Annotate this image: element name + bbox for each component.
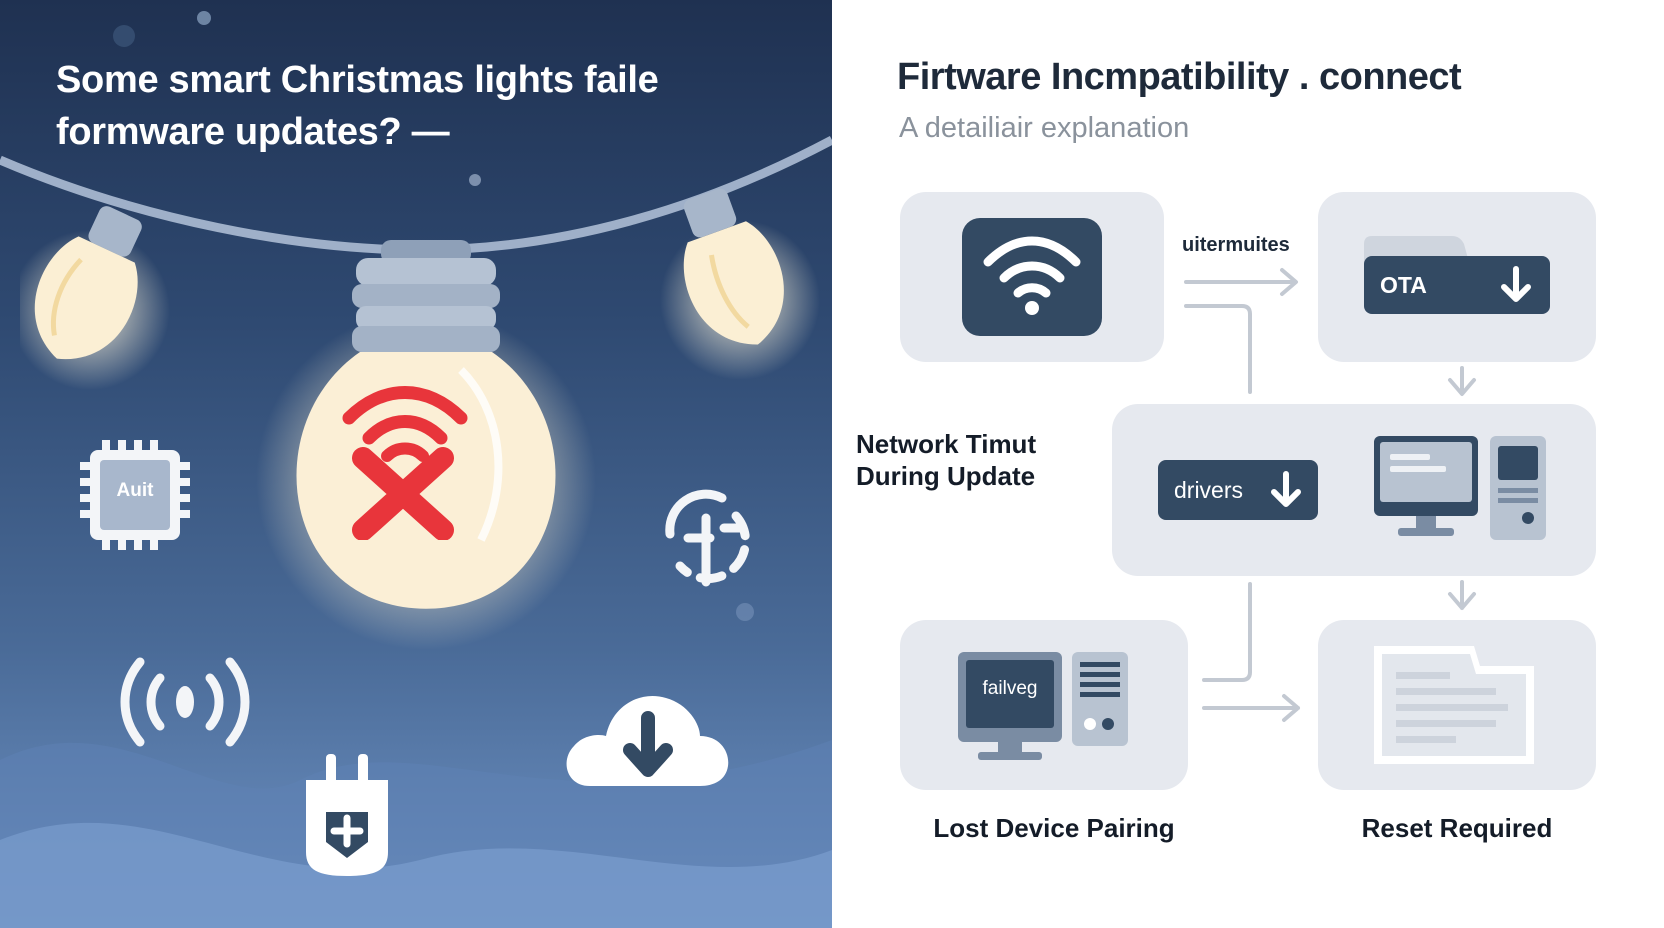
ota-card: OTA [1318,192,1596,362]
drivers-card: drivers [1112,404,1596,576]
failed-computer-icon [958,652,1128,760]
diagram-subtitle: A detailiair explanation [899,112,1190,144]
drivers-download-icon [1271,471,1301,507]
reset-card [1318,620,1596,790]
reset-required-label: Reset Required [1361,813,1553,843]
hero-panel: Some smart Christmas lights faile formwa… [0,0,832,928]
hero-title: Some smart Christmas lights faile formwa… [56,54,756,158]
arrow-label: uitermuites [1182,234,1290,256]
network-label-line1: Network Timut [856,429,1037,459]
computer-icon [1374,436,1546,540]
ota-label: OTA [1380,271,1427,298]
network-timeout-label: Network Timut During Update [856,428,1036,492]
network-label-line2: During Update [856,461,1036,491]
drivers-pill: drivers [1158,460,1318,520]
diagram-panel: Firtware Incmpatibility . connect A deta… [832,0,1664,928]
chip-icon: Auit [80,440,190,550]
failed-device-card: failveg [900,620,1188,790]
bulb-right-icon [660,188,820,380]
wifi-icon [962,218,1102,336]
diagram-title: Firtware Incmpatibility . connect [897,56,1462,98]
download-arrow-icon [1501,266,1531,302]
cloud-download-icon [566,695,729,786]
wifi-card [900,192,1164,362]
broadcast-icon [120,657,250,747]
wifi-off-icon [342,386,468,540]
ota-pill: OTA [1364,256,1550,314]
drivers-label: drivers [1174,476,1244,503]
failed-label: failveg [982,678,1038,699]
plug-icon [306,754,388,876]
chip-label: Auit [116,480,154,501]
hero-title-line2: formware updates? — [56,111,450,153]
document-icon [1374,646,1534,764]
hero-title-line1: Some smart Christmas lights faile [56,59,659,101]
sync-icon [665,489,750,587]
bulb-left-icon [20,206,170,390]
lost-pairing-label: Lost Device Pairing [933,813,1175,843]
